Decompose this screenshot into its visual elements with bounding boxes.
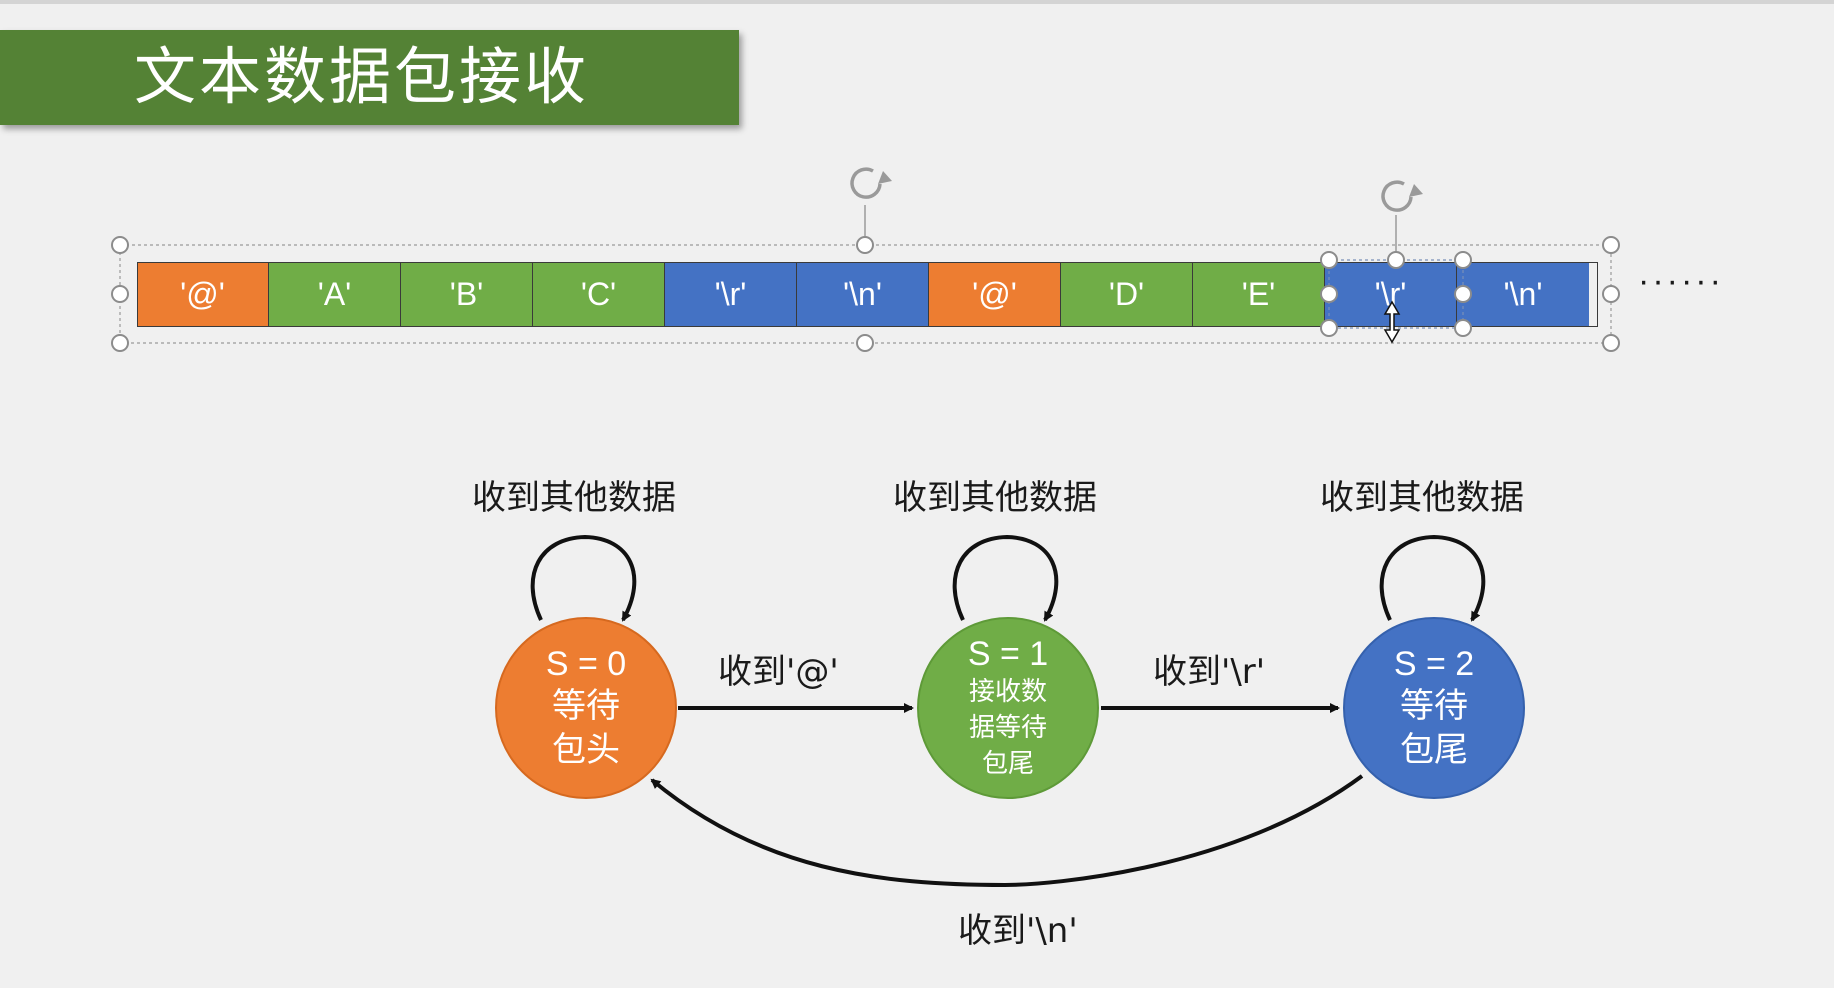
resize-handle[interactable]: [1454, 251, 1472, 269]
self-loop-arrow-s0: [530, 534, 637, 622]
self-loop-label-s2: 收到其他数据: [1320, 478, 1524, 518]
resize-handle[interactable]: [1454, 319, 1472, 337]
resize-handle[interactable]: [1602, 334, 1620, 352]
state-s2-node[interactable]: S = 2 等待 包尾: [1343, 617, 1525, 799]
state-s0-node[interactable]: S = 0 等待 包头: [495, 617, 677, 799]
resize-handle[interactable]: [1320, 319, 1338, 337]
state-s1-description: 接收数 据等待 包尾: [968, 677, 1047, 779]
resize-handle[interactable]: [111, 236, 129, 254]
resize-handle[interactable]: [1320, 251, 1338, 269]
packet-byte-row[interactable]: '@''A''B''C''\r''\n''@''D''E''\r''\n': [137, 262, 1589, 327]
transition-label-s1-s2: 收到'\r': [1153, 652, 1266, 692]
resize-handle[interactable]: [1602, 236, 1620, 254]
self-loop-arrow-s1: [952, 534, 1059, 622]
group-selection-frame[interactable]: [111, 205, 1620, 352]
self-loop-label-s0: 收到其他数据: [472, 478, 676, 518]
state-s1-node[interactable]: S = 1 接收数 据等待 包尾: [917, 617, 1099, 799]
self-loop-label-s1: 收到其他数据: [893, 478, 1097, 518]
resize-handle[interactable]: [111, 334, 129, 352]
transition-arrow-s2-s0: [650, 774, 1364, 888]
resize-handle[interactable]: [111, 285, 129, 303]
slide-top-edge: [0, 0, 1834, 4]
resize-handle[interactable]: [1454, 285, 1472, 303]
packet-continuation-ellipsis: ······: [1638, 262, 1724, 300]
resize-handle[interactable]: [1602, 285, 1620, 303]
packet-byte-cell[interactable]: '\n': [1457, 262, 1589, 327]
transition-label-s2-s0: 收到'\n': [958, 911, 1078, 951]
state-s0-value: S = 0: [545, 645, 627, 683]
packet-byte-cell[interactable]: '@': [137, 262, 269, 327]
state-s2-description: 等待 包尾: [1400, 686, 1468, 770]
state-s1-value: S = 1: [967, 635, 1049, 673]
title-banner: 文本数据包接收: [0, 30, 739, 125]
slide-title: 文本数据包接收: [134, 40, 590, 113]
packet-byte-cell[interactable]: '\r': [665, 262, 797, 327]
packet-byte-cell[interactable]: 'D': [1061, 262, 1193, 327]
transition-label-s0-s1: 收到'@': [718, 652, 839, 692]
self-loop-arrow-s2: [1379, 534, 1486, 622]
packet-byte-cell[interactable]: 'C': [533, 262, 665, 327]
resize-handle[interactable]: [856, 334, 874, 352]
rotate-handle-icon[interactable]: [850, 167, 892, 199]
resize-cursor-icon: [1383, 300, 1401, 344]
packet-byte-cell[interactable]: 'A': [269, 262, 401, 327]
state-s0-description: 等待 包头: [552, 686, 620, 770]
state-s2-value: S = 2: [1393, 645, 1475, 683]
packet-byte-cell[interactable]: 'B': [401, 262, 533, 327]
resize-handle[interactable]: [1320, 285, 1338, 303]
rotate-handle-icon[interactable]: [1381, 180, 1423, 212]
cell-selection-frame[interactable]: [1320, 215, 1472, 337]
resize-handle[interactable]: [856, 236, 874, 254]
resize-handle[interactable]: [1387, 251, 1405, 269]
packet-byte-cell[interactable]: '\n': [797, 262, 929, 327]
packet-byte-cell[interactable]: '@': [929, 262, 1061, 327]
